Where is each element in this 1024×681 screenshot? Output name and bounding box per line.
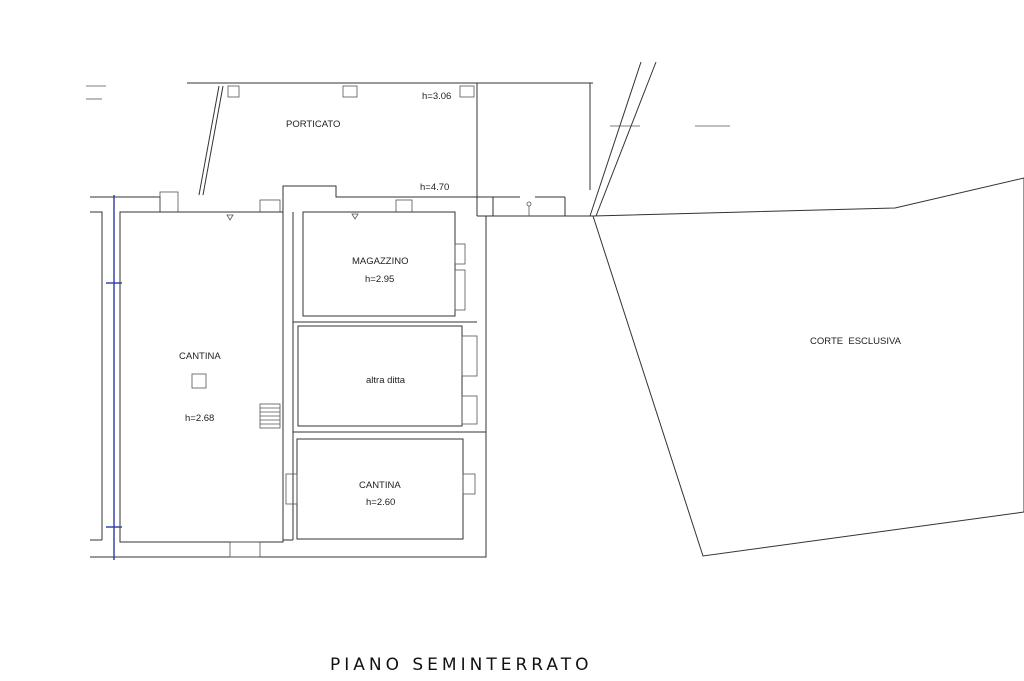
ramp-lines (589, 61, 730, 217)
height-470-label: h=4.70 (420, 182, 449, 193)
corte-esclusiva-area (592, 177, 1024, 557)
height-306-label: h=3.06 (422, 91, 451, 102)
cantina-right-room (285, 438, 476, 540)
cantina-right-label: CANTINA (359, 480, 401, 491)
altra-ditta-label: altra ditta (366, 375, 406, 386)
cantina-right-height-label: h=2.60 (366, 497, 395, 508)
magazzino-height-label: h=2.95 (365, 274, 394, 285)
altra-ditta-room (293, 325, 486, 433)
markers (226, 201, 532, 221)
building-walls (90, 185, 593, 558)
stair-icon (259, 403, 281, 429)
corte-esclusiva-label: CORTE ESCLUSIVA (810, 336, 902, 347)
cantina-left-height-label: h=2.68 (185, 413, 214, 424)
page-title: PIANO SEMINTERRATO (330, 655, 592, 675)
corridor-walls (283, 212, 294, 541)
porticato-label: PORTICATO (286, 119, 340, 130)
cantina-left-room (119, 211, 284, 558)
dimension-line (106, 195, 122, 560)
cantina-left-label: CANTINA (179, 351, 221, 362)
magazzino-label: MAGAZZINO (352, 256, 408, 267)
magazzino-room (293, 211, 477, 323)
porticato-outline (86, 82, 593, 216)
